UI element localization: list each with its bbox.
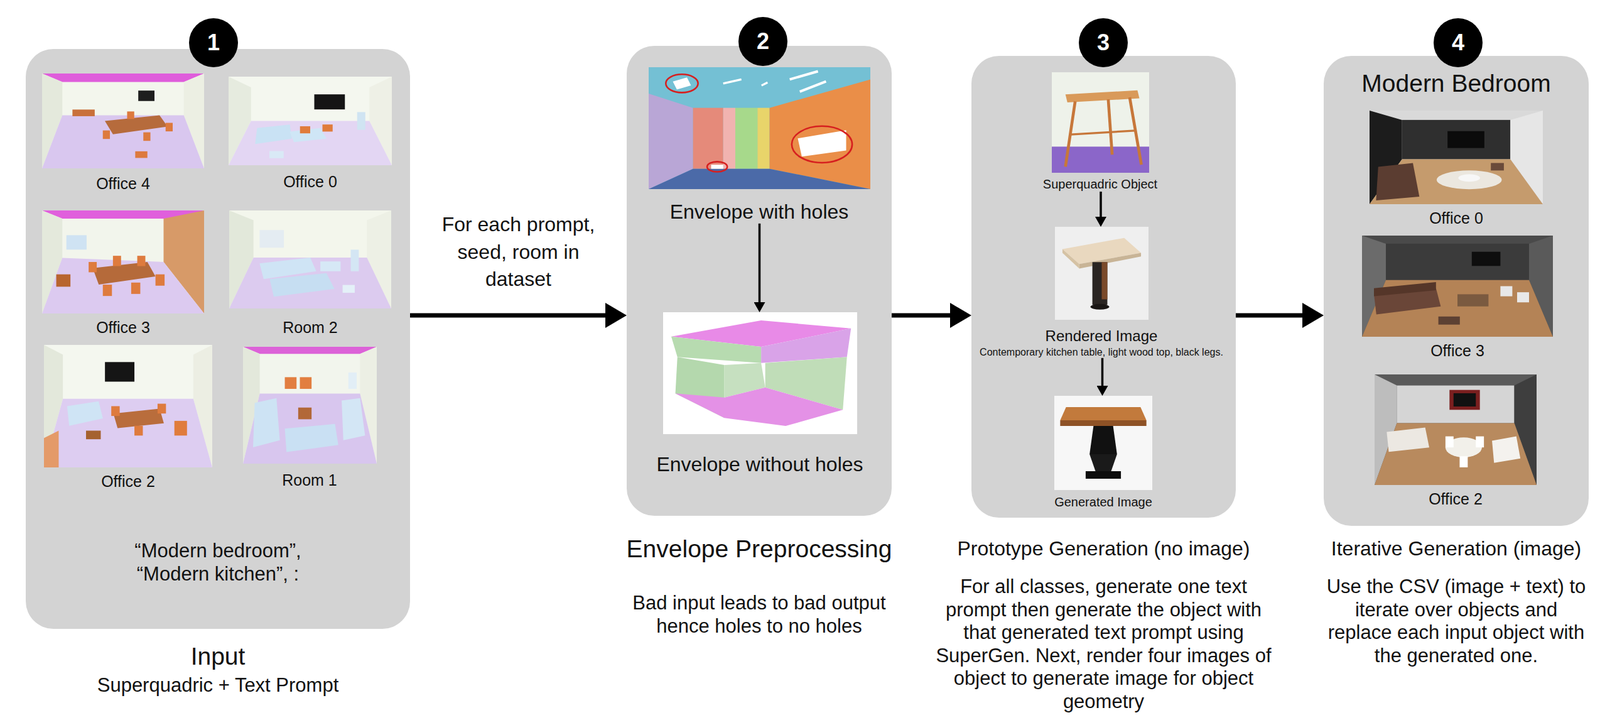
room-render	[228, 76, 392, 166]
text-holder: Input	[42, 642, 394, 671]
stage-panel: “Modern bedroom”, “Modern kitchen”, :Inp…	[25, 48, 411, 629]
panel-heading: Modern Bedroom	[1330, 69, 1582, 98]
superquadric-render	[1051, 72, 1150, 173]
prompt-list: “Modern bedroom”, “Modern kitchen”, :	[117, 538, 319, 586]
room-render	[42, 73, 205, 169]
text-holder: Use the CSV (image + text) to iterate ov…	[1321, 575, 1592, 667]
room-thumbnail: Office 0	[222, 76, 399, 191]
image-caption: Room 1	[221, 470, 398, 490]
envelope-image: Envelope without holes	[634, 312, 886, 476]
room-render	[42, 210, 205, 314]
envelope-render	[648, 67, 871, 190]
room-render	[1369, 110, 1543, 205]
image-caption: Rendered Image	[972, 327, 1231, 345]
room-thumbnail: Office 3	[1353, 235, 1562, 360]
text-holder: Envelope Preprocessing	[583, 535, 936, 564]
room-thumbnail: Office 2	[1351, 374, 1560, 509]
stage-title: Prototype Generation (no image)	[934, 536, 1274, 561]
step-badge: 1	[189, 18, 238, 68]
stage-description: Superquadric + Text Prompt	[29, 673, 407, 697]
image-caption: Office 3	[35, 318, 211, 337]
room-thumbnail: Office 2	[40, 344, 217, 491]
step-number: 3	[1097, 29, 1110, 56]
rendered-object	[1054, 226, 1149, 320]
flow-arrow	[891, 313, 951, 318]
step-number: 4	[1451, 29, 1465, 56]
flow-arrow	[758, 223, 762, 303]
text-holder: “Modern bedroom”, “Modern kitchen”, :	[117, 538, 319, 586]
room-thumbnail: Room 1	[221, 346, 398, 490]
stage-title: Input	[42, 642, 394, 671]
edge-label: For each prompt, seed, room in dataset	[424, 210, 613, 293]
image-caption: Room 2	[222, 318, 399, 337]
room-render	[243, 346, 377, 464]
image-caption: Envelope without holes	[634, 452, 886, 476]
room-render	[1374, 374, 1537, 485]
text-holder: Modern Bedroom	[1330, 69, 1582, 98]
flow-arrow	[1235, 313, 1303, 318]
image-caption: Office 4	[35, 174, 211, 193]
image-caption: Office 0	[1352, 209, 1560, 228]
flow-arrow	[1099, 191, 1103, 217]
step-badge: 4	[1433, 18, 1483, 68]
stage-panel: Modern BedroomIterative Generation (imag…	[1323, 55, 1589, 526]
step-badge: 3	[1078, 18, 1128, 68]
object-image: Rendered ImageContemporary kitchen table…	[972, 226, 1231, 358]
text-holder: Prototype Generation (no image)	[934, 536, 1274, 561]
flow-arrow	[410, 313, 606, 318]
stage-panel: Prototype Generation (no image)For all c…	[971, 55, 1236, 518]
room-thumbnail: Office 3	[35, 210, 211, 337]
text-holder: Superquadric + Text Prompt	[29, 673, 407, 697]
room-thumbnail: Office 4	[35, 73, 211, 193]
object-image: Superquadric Object	[1018, 72, 1182, 192]
stage-title: Envelope Preprocessing	[583, 535, 936, 564]
image-caption: Office 3	[1353, 341, 1562, 360]
image-caption: Envelope with holes	[633, 200, 885, 224]
image-caption: Superquadric Object	[1018, 177, 1182, 192]
stage-title: Iterative Generation (image)	[1318, 536, 1595, 561]
text-holder: For all classes, generate one text promp…	[932, 575, 1275, 713]
room-render	[43, 344, 213, 468]
object-image: Generated Image	[1021, 395, 1185, 510]
image-caption: Generated Image	[1021, 494, 1185, 510]
room-thumbnail: Room 2	[222, 210, 399, 337]
image-prompt: Contemporary kitchen table, light wood t…	[972, 345, 1231, 358]
stage-description: Bad input leads to bad output hence hole…	[611, 591, 907, 638]
room-render	[1362, 235, 1553, 337]
step-number: 2	[756, 28, 770, 55]
stage-description: Use the CSV (image + text) to iterate ov…	[1321, 575, 1592, 667]
text-holder: Iterative Generation (image)	[1318, 536, 1595, 561]
image-caption: Office 0	[222, 172, 399, 191]
step-number: 1	[207, 29, 220, 56]
image-caption: Office 2	[40, 472, 217, 491]
room-thumbnail: Office 0	[1352, 110, 1560, 228]
envelope-render	[663, 312, 858, 434]
step-badge: 2	[738, 16, 788, 66]
generated-object	[1054, 395, 1153, 490]
edge-label-holder: For each prompt, seed, room in dataset	[424, 210, 613, 293]
envelope-image: Envelope with holes	[633, 67, 885, 224]
flow-arrow	[1101, 357, 1104, 386]
text-holder: Bad input leads to bad output hence hole…	[611, 591, 907, 638]
image-caption: Office 2	[1351, 489, 1560, 509]
room-render	[229, 210, 392, 309]
stage-description: For all classes, generate one text promp…	[932, 575, 1275, 713]
